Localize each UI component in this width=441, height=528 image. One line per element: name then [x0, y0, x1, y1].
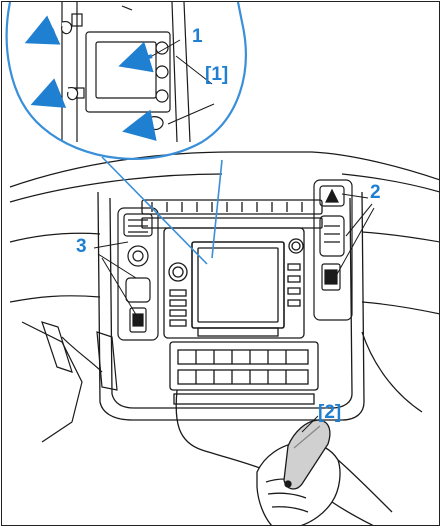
callout-3: 3 [76, 236, 87, 257]
center-console [97, 191, 365, 421]
zoom-connector [101, 156, 223, 265]
callout-1-bracket: [1] [205, 64, 228, 85]
release-tool-cord [175, 389, 271, 473]
right-vent-cluster [313, 179, 353, 321]
callout-leaders [93, 193, 375, 433]
hand-with-release-tool [256, 419, 393, 525]
removal-arrows [24, 15, 157, 141]
callout-1: 1 [192, 26, 203, 47]
left-vent-cluster [117, 207, 159, 341]
dashboard-drawing [9, 151, 439, 443]
callout-2-bracket: [2] [318, 402, 341, 423]
callout-2: 2 [370, 182, 381, 203]
zoom-detail [5, 2, 247, 160]
